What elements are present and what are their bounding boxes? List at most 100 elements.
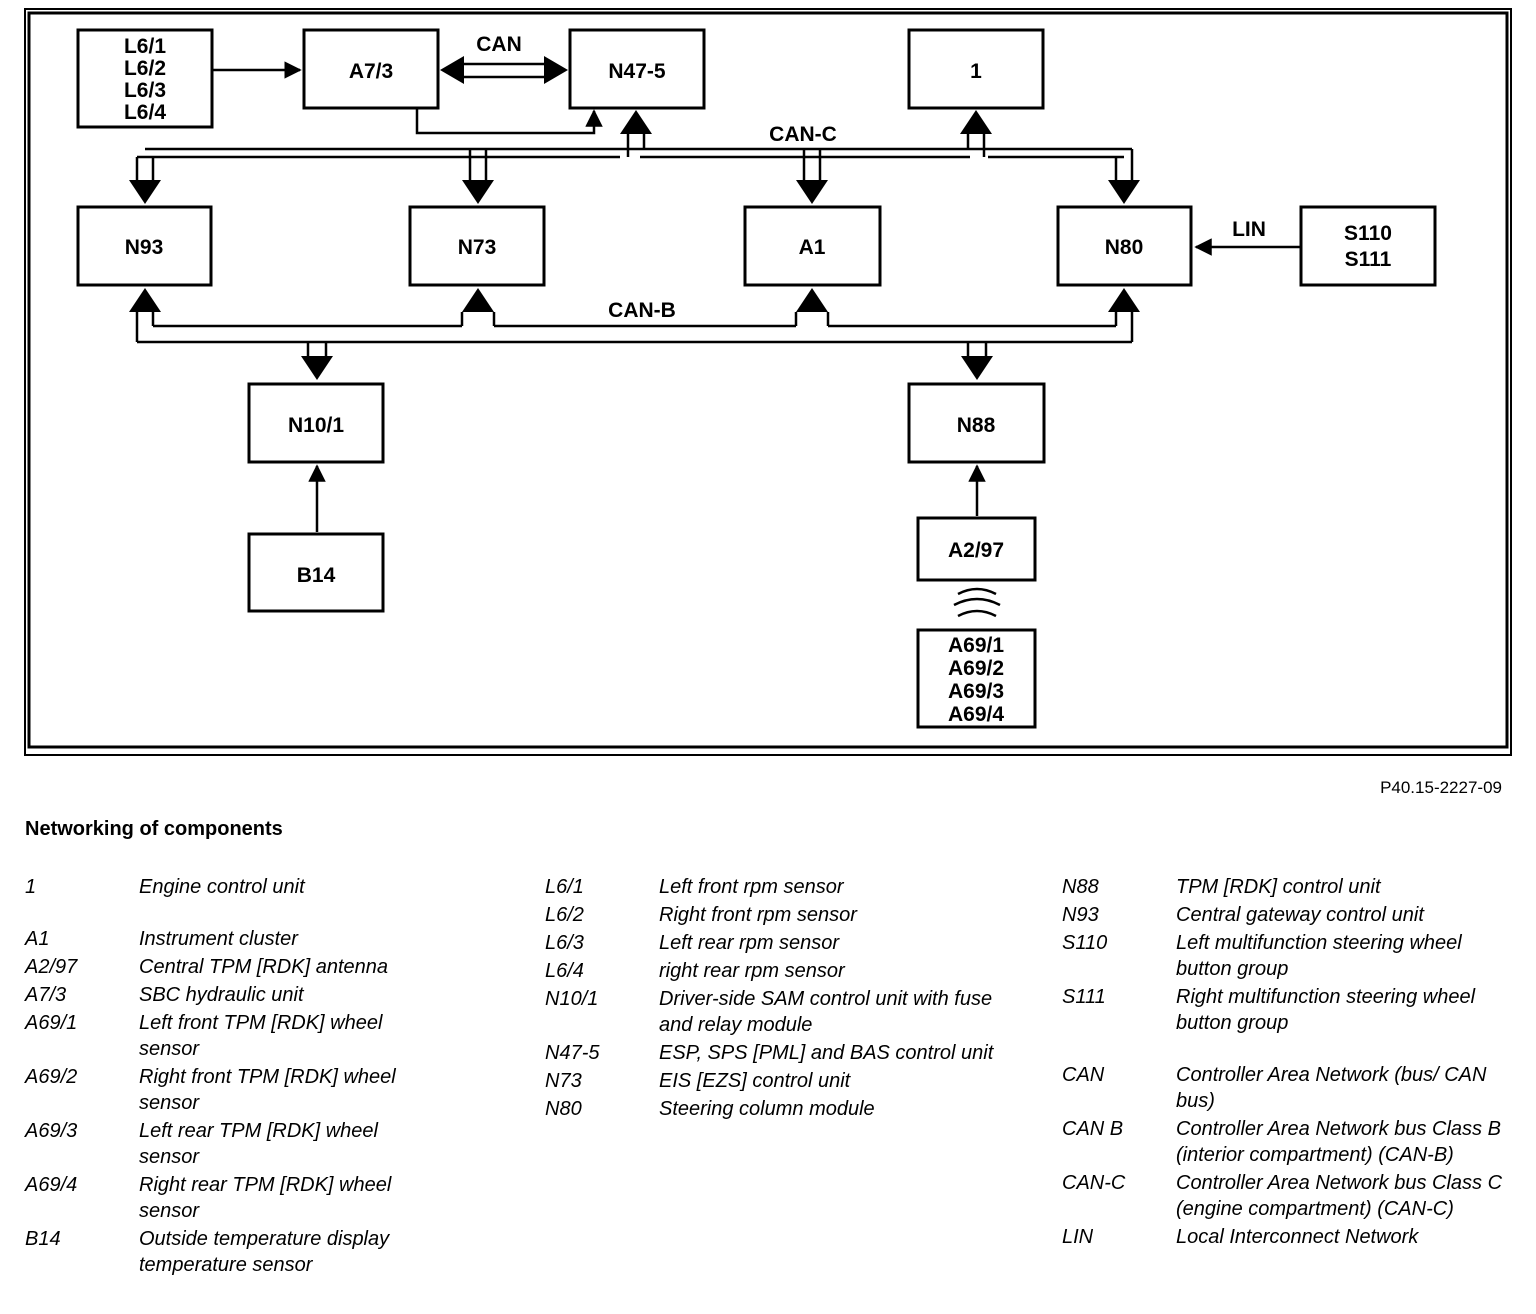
legend-code: CAN-C — [1062, 1172, 1126, 1194]
label-n88: N88 — [957, 414, 996, 437]
legend-code: L6/1 — [545, 876, 584, 898]
radio-waves-icon — [953, 587, 1001, 618]
label-l6-1: L6/1 — [124, 35, 166, 58]
label-l6-2: L6/2 — [124, 57, 166, 80]
legend-entry: A7/3 SBC hydraulic unit — [25, 982, 435, 1008]
legend-entry: L6/1 Left front rpm sensor — [545, 874, 995, 900]
diagram-frame-inner — [27, 11, 1509, 749]
legend-description: TPM [RDK] control unit — [1176, 876, 1381, 898]
can-b-arrowheads — [129, 288, 1140, 380]
legend-code: N10/1 — [545, 988, 599, 1010]
box-n88 — [907, 382, 1046, 464]
legend-entry: A2/97 Central TPM [RDK] antenna — [25, 954, 435, 980]
legend-code: A69/3 — [25, 1120, 78, 1142]
legend-code: A69/1 — [25, 1012, 78, 1034]
legend-code: A2/97 — [25, 956, 78, 978]
legend-description: Outside temperature display temperature … — [139, 1228, 390, 1276]
figure-caption: Networking of components — [25, 818, 283, 840]
box-n10-1 — [247, 382, 385, 464]
box-s110-s111 — [1299, 205, 1437, 287]
label-a2-97: A2/97 — [948, 539, 1004, 562]
legend-code: N73 — [545, 1070, 582, 1092]
legend-code: LIN — [1062, 1226, 1094, 1248]
legend-entry: A1 Instrument cluster — [25, 926, 435, 952]
legend-description: Right front rpm sensor — [659, 904, 857, 926]
box-a7-3 — [302, 28, 440, 110]
legend-description: Central gateway control unit — [1176, 904, 1424, 926]
legend-description: Left rear rpm sensor — [659, 932, 840, 954]
legend-description: Steering column module — [659, 1098, 875, 1120]
legend-description: Driver-side SAM control unit with fuse a… — [659, 988, 993, 1036]
box-l6 — [76, 28, 214, 129]
legend-code: N47-5 — [545, 1042, 600, 1064]
legend-entry: N47-5 ESP, SPS [PML] and BAS control unit — [545, 1040, 995, 1066]
label-a69-3: A69/3 — [948, 680, 1004, 703]
legend-description: Controller Area Network bus Class C (eng… — [1176, 1172, 1503, 1220]
label-n47-5: N47-5 — [608, 60, 666, 83]
bus-label-can-c: CAN-C — [769, 123, 837, 146]
legend-description: Right front TPM [RDK] wheel sensor — [139, 1066, 396, 1114]
legend-entry: N88 TPM [RDK] control unit — [1062, 874, 1522, 900]
can-link — [440, 56, 568, 84]
label-n73: N73 — [458, 236, 497, 259]
legend-description: Central TPM [RDK] antenna — [139, 956, 388, 978]
legend-entry: N10/1 Driver-side SAM control unit with f… — [545, 986, 995, 1038]
legend-code: N88 — [1062, 876, 1099, 898]
can-c-arrowheads — [129, 110, 1140, 204]
legend-code: L6/3 — [545, 932, 584, 954]
box-engine-control-unit — [907, 28, 1045, 110]
legend-description: Instrument cluster — [139, 928, 298, 950]
legend-code: A7/3 — [25, 984, 67, 1006]
legend-entry: B14 Outside temperature display temperatu… — [25, 1226, 435, 1278]
legend-code: A1 — [25, 928, 50, 950]
legend-description: ESP, SPS [PML] and BAS control unit — [659, 1042, 994, 1064]
legend-description: SBC hydraulic unit — [139, 984, 304, 1006]
label-a69-4: A69/4 — [948, 703, 1004, 726]
bus-label-can: CAN — [476, 33, 522, 56]
legend-code: N80 — [545, 1098, 582, 1120]
legend-description: Right rear TPM [RDK] wheel sensor — [139, 1174, 392, 1222]
legend-code: L6/4 — [545, 960, 584, 982]
legend-description: Left front rpm sensor — [659, 876, 844, 898]
box-a69 — [916, 628, 1037, 729]
label-n80: N80 — [1105, 236, 1144, 259]
legend-entry: N93 Central gateway control unit — [1062, 902, 1522, 928]
legend-code: 1 — [25, 876, 37, 898]
bus-label-can-b: CAN-B — [608, 299, 676, 322]
legend-entry: L6/4 right rear rpm sensor — [545, 958, 995, 984]
legend-entry: N80 Steering column module — [545, 1096, 995, 1122]
label-l6-3: L6/3 — [124, 79, 166, 102]
legend-description: Left multifunction steering wheel button… — [1176, 932, 1462, 980]
legend-code: A69/4 — [25, 1174, 78, 1196]
box-n73 — [408, 205, 546, 287]
can-c-bus — [135, 134, 1134, 180]
box-n80 — [1056, 205, 1193, 287]
legend-code: CAN B — [1062, 1118, 1124, 1140]
box-n93 — [76, 205, 213, 287]
can-b-bus — [135, 312, 1134, 356]
label-n10-1: N10/1 — [288, 414, 344, 437]
legend-description: Local Interconnect Network — [1176, 1226, 1419, 1248]
legend-code: B14 — [25, 1228, 61, 1250]
box-a2-97 — [916, 516, 1037, 582]
bus-label-lin: LIN — [1232, 218, 1266, 241]
legend-description: right rear rpm sensor — [659, 960, 845, 982]
legend-entry: A69/4 Right rear TPM [RDK] wheel sensor — [25, 1172, 435, 1224]
label-engine-control-unit: 1 — [970, 60, 982, 83]
label-a69-2: A69/2 — [948, 657, 1004, 680]
box-a1 — [743, 205, 882, 287]
legend-entry: S110 Left multifunction steering wheel bu… — [1062, 930, 1522, 982]
legend-entry: CAN-C Controller Area Network bus Class C… — [1062, 1170, 1522, 1222]
legend-code: S110 — [1062, 932, 1108, 954]
legend-code: N93 — [1062, 904, 1099, 926]
